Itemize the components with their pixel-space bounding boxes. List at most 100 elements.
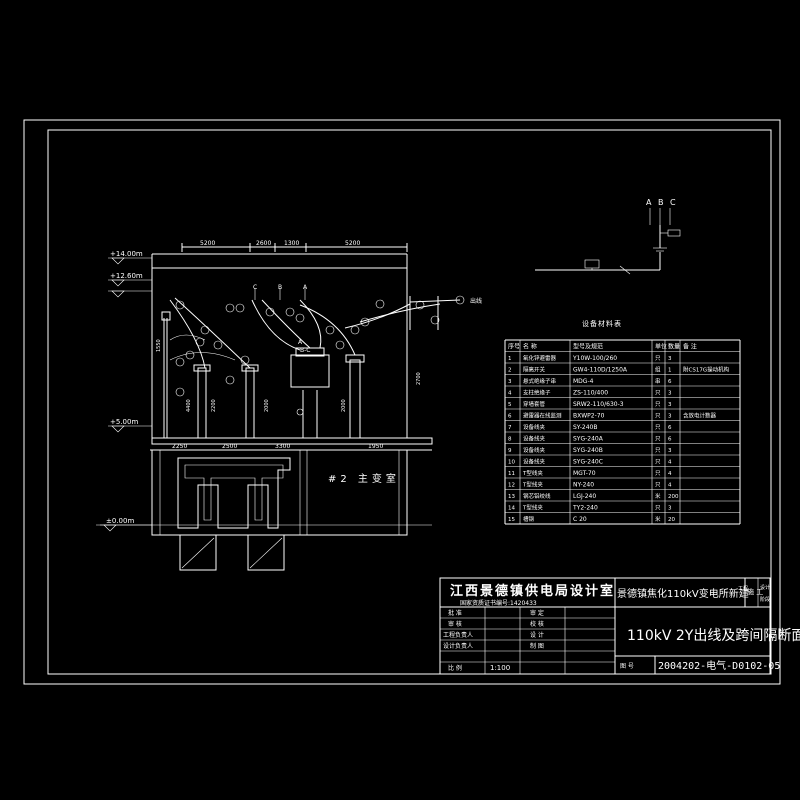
table-cell: 2 <box>508 368 512 374</box>
table-cell: 隔离开关 <box>523 366 546 374</box>
table-cell: 只 <box>655 413 661 420</box>
table-cell: 4 <box>668 460 672 466</box>
floor-slab <box>151 437 433 445</box>
trench-outline <box>177 457 291 529</box>
table-header: 名 称 <box>523 343 537 351</box>
elevation-label: +14.00m <box>110 250 143 258</box>
right-cell: 设计 <box>760 584 770 591</box>
right-cell: 阶段 <box>760 596 770 603</box>
table-cell: 6 <box>668 379 672 385</box>
table-header: 备 注 <box>683 343 697 351</box>
table-cell: 8 <box>508 437 512 443</box>
drawing-no-label: 图 号 <box>620 663 634 670</box>
table-header: 单位 <box>655 343 667 351</box>
table-cell: 只 <box>655 355 661 362</box>
table-cell: SYG-240B <box>573 447 603 454</box>
table-cell: 附CS17G操动机构 <box>683 366 730 374</box>
dimension-text: 3300 <box>275 443 290 450</box>
role-label: 设 计 <box>530 631 544 639</box>
dimension-text: 2600 <box>256 240 271 247</box>
table-cell: 3 <box>668 414 672 420</box>
table-cell: C 20 <box>573 516 587 523</box>
table-header: 序号 <box>508 343 520 351</box>
table-cell: ZS-110/400 <box>573 390 608 397</box>
institute-name: 江西景德镇供电局设计室 <box>450 583 615 599</box>
table-cell: 20 <box>668 517 675 523</box>
elevation-label: ±0.00m <box>106 517 134 525</box>
table-cell: SY-240B <box>573 424 598 431</box>
equipment-label: A <box>298 339 303 346</box>
phase-label: B <box>278 284 282 291</box>
elevation-label: +12.60m <box>110 272 143 280</box>
table-cell: 含放电计数器 <box>683 412 717 420</box>
table-cell: 只 <box>655 447 661 454</box>
table-cell: BXWP2-70 <box>573 413 605 420</box>
table-cell: 槽钢 <box>523 515 535 523</box>
phase-label: A <box>303 284 308 291</box>
lower-structure <box>151 449 408 536</box>
table-cell: SYG-240A <box>573 436 604 443</box>
scale-value: 1:100 <box>490 664 510 672</box>
equipment-label: B-C <box>300 347 310 354</box>
table-cell: 组 <box>655 366 661 374</box>
table-cell: 避雷器在线监测 <box>523 412 562 420</box>
height-dim: 2200 <box>211 399 217 412</box>
stage-label: 工程 <box>738 585 748 592</box>
table-cell: T型线夹 <box>522 469 543 477</box>
room-label: #2 主变室 <box>328 472 400 485</box>
outgoing-label: 出线 <box>470 297 482 305</box>
table-cell: 串 <box>655 378 661 385</box>
height-dim: 2000 <box>264 399 270 412</box>
table-cell: 米 <box>655 515 661 523</box>
table-cell: 只 <box>655 401 661 408</box>
dimension-text: 1950 <box>368 443 383 450</box>
table-cell: MGT-70 <box>573 470 596 477</box>
table-cell: Y10W-100/260 <box>572 355 617 362</box>
table-cell: 悬式绝缘子串 <box>523 377 556 385</box>
stage-value: 施 工 <box>747 587 763 596</box>
table-cell: 12 <box>508 483 515 489</box>
table-cell: 设备线夹 <box>523 435 546 443</box>
table-cell: 3 <box>668 506 672 512</box>
abc-label: A B C <box>646 198 678 207</box>
table-cell: 支柱绝缘子 <box>523 389 551 397</box>
height-dim: 2000 <box>341 399 347 412</box>
dimension-text: 1300 <box>284 240 299 247</box>
table-header: 型号及规范 <box>573 343 603 351</box>
height-dim: 4400 <box>186 399 192 412</box>
table-cell: 米 <box>655 492 661 500</box>
height-dim: 1550 <box>156 339 162 352</box>
role-label: 校 核 <box>530 620 544 628</box>
table-cell: 3 <box>668 391 672 397</box>
inner-frame <box>47 129 772 675</box>
dimension-text: 2250 <box>172 443 187 450</box>
table-cell: 6 <box>508 414 512 420</box>
table-cell: 4 <box>668 483 672 489</box>
table-cell: 6 <box>668 437 672 443</box>
table-cell: 7 <box>508 425 512 431</box>
elevation-markers <box>100 257 152 532</box>
table-cell: 10 <box>508 460 515 466</box>
table-cell: 14 <box>508 506 515 512</box>
table-cell: 200 <box>668 494 679 500</box>
table-header: 数量 <box>668 343 680 351</box>
role-label: 制 图 <box>530 642 544 650</box>
conductors <box>169 288 461 369</box>
table-cell: 设备线夹 <box>523 423 546 431</box>
role-label: 设计负责人 <box>443 642 473 650</box>
role-label: 工程负责人 <box>443 631 473 639</box>
table-cell: 9 <box>508 448 512 454</box>
table-title: 设备材料表 <box>582 319 622 328</box>
table-cell: 钢芯铝绞线 <box>523 492 551 500</box>
table-cell: 13 <box>508 494 515 500</box>
project-name: 景德镇焦化110kV变电所新建 <box>617 587 749 600</box>
table-cell: 5 <box>508 402 512 408</box>
table-cell: 只 <box>655 470 661 477</box>
table-cell: 设备线夹 <box>523 458 546 466</box>
table-cell: T型线夹 <box>522 481 543 489</box>
elevation-label: +5.00m <box>110 418 138 426</box>
table-cell: 只 <box>655 459 661 466</box>
phase-label: C <box>253 284 257 291</box>
